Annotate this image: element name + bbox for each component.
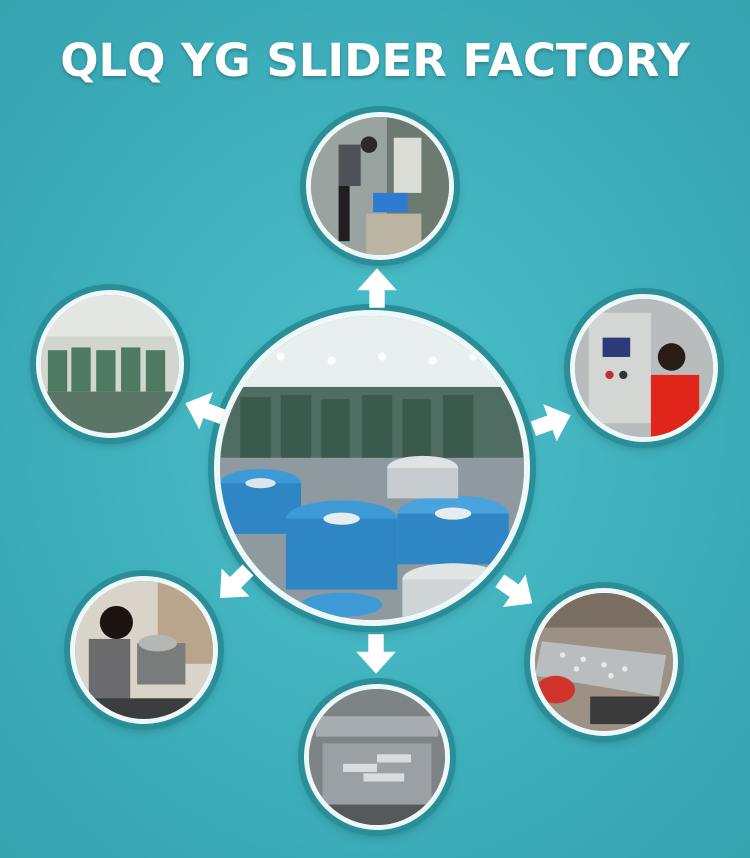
photo-bottom-left-operator [70, 576, 218, 724]
arrow-up-icon [355, 266, 399, 310]
arrow-down-right-icon [485, 561, 546, 622]
arrow-down-left-icon [203, 553, 265, 615]
arrow-down-icon [354, 632, 398, 676]
photo-right-control-panel [570, 294, 718, 442]
photo-bottom-right-sorting [530, 588, 678, 736]
photo-top-worker-machine [306, 112, 454, 260]
arrow-left-icon [176, 382, 232, 438]
page-title: QLQ YG SLIDER FACTORY [60, 34, 690, 87]
arrow-right-icon [524, 394, 580, 450]
photo-left-press-line [36, 290, 184, 438]
center-photo-wire-coils [214, 310, 530, 626]
photo-bottom-die-casting [304, 684, 450, 830]
